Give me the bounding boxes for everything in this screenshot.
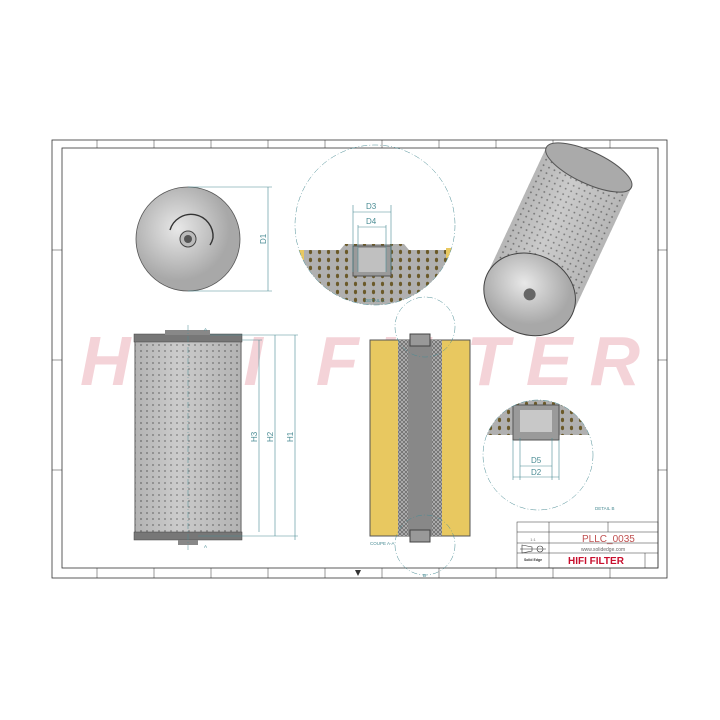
section-marker-a-top: A [204, 327, 207, 332]
title-block [516, 521, 659, 569]
scale: 1:1 [530, 537, 536, 542]
section-label: COUPE A-A [370, 541, 395, 546]
company-name: HIFI FILTER [568, 556, 625, 567]
dim-h3: H3 [250, 431, 259, 442]
border-ticks [52, 140, 667, 578]
section-marker-a-bottom: A [204, 544, 207, 549]
top-view: D1 [135, 186, 272, 292]
dim-d5: D5 [531, 456, 542, 465]
dim-d1: D1 [259, 233, 268, 244]
dim-h2: H2 [266, 431, 275, 442]
dim-d3: D3 [366, 202, 377, 211]
center-mark-icon [355, 570, 361, 576]
dim-h1: H1 [286, 431, 295, 442]
sheet-name: Solid Edge [524, 558, 542, 562]
dim-d4: D4 [366, 217, 377, 226]
detail-c-label: DETAIL C [365, 298, 386, 303]
detail-b-marker: B [423, 573, 426, 578]
detail-b-label: DETAIL B [595, 506, 615, 511]
projection-symbol-icon [520, 544, 546, 554]
drawing-border [61, 147, 659, 569]
dim-d2: D2 [531, 468, 542, 477]
website: www.solidedge.com [581, 547, 625, 553]
iso-view [483, 142, 633, 337]
side-view: A A H3 H2 H1 [133, 325, 298, 550]
part-number: PLLC_0035 [582, 534, 635, 545]
section-view: COUPE A-A B [369, 296, 471, 578]
